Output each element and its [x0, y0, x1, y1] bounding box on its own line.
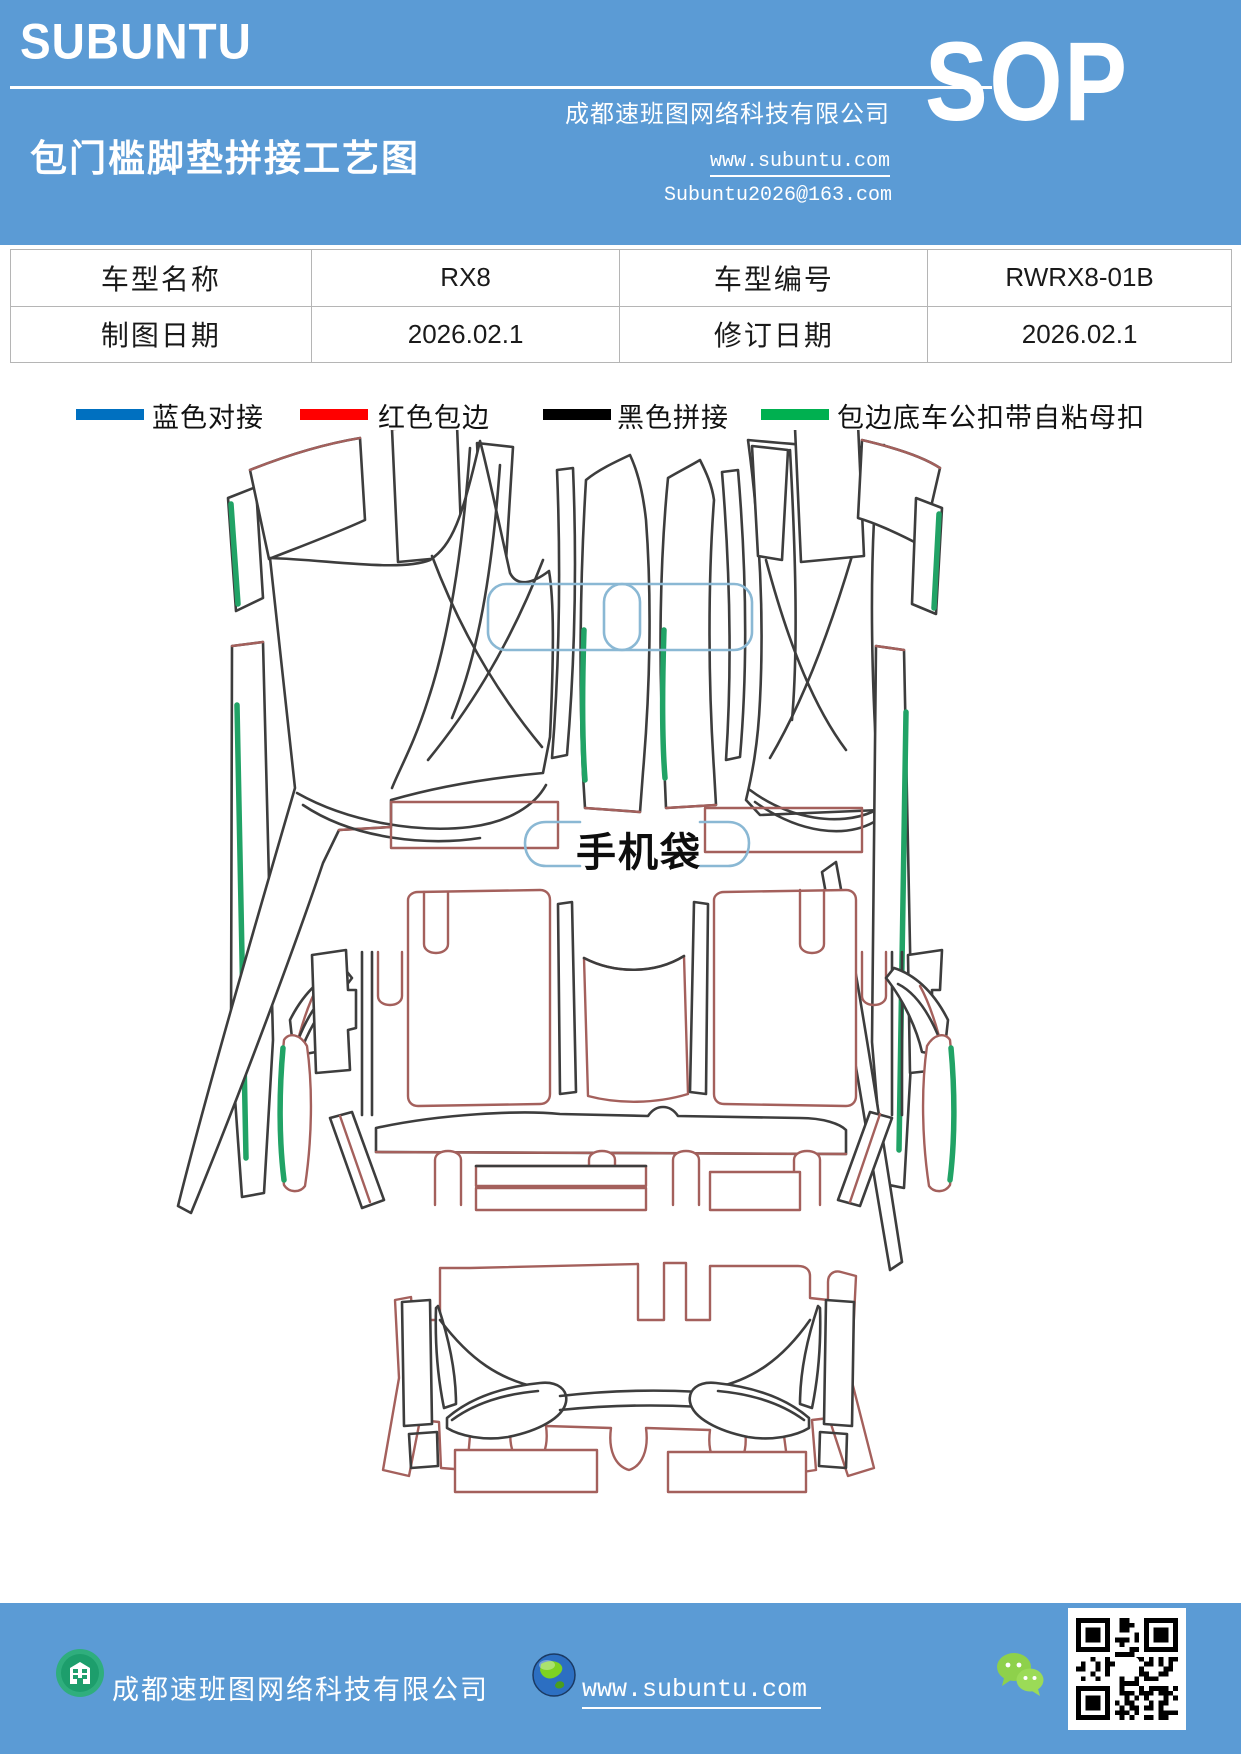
model-name-label: 车型名称	[10, 249, 312, 307]
draw-date-label: 制图日期	[10, 305, 312, 363]
brand-logo: SUBUNTU	[20, 13, 252, 70]
revise-date-value: 2026.02.1	[927, 305, 1232, 363]
legend-label: 包边底车公扣带自粘母扣	[837, 403, 1145, 433]
phone-pocket-outline-right	[602, 582, 754, 652]
email-link-header[interactable]: Subuntu2026@163.com	[663, 184, 892, 207]
page-title: 包门槛脚垫拼接工艺图	[30, 138, 420, 179]
model-code-label: 车型编号	[619, 249, 929, 307]
phone-pocket-outline-left	[486, 582, 642, 652]
front-left-mat	[176, 430, 651, 1215]
table-row: 车型名称 RX8 车型编号 RWRX8-01B	[10, 249, 1232, 307]
header-divider	[10, 86, 992, 89]
phone-bag-bracket-right	[698, 820, 751, 868]
blue-line-swatch	[76, 409, 144, 420]
model-code-value: RWRX8-01B	[927, 249, 1232, 307]
trunk-mat	[381, 1261, 876, 1494]
globe-icon	[532, 1653, 576, 1697]
legend-label: 红色包边	[378, 403, 490, 433]
revise-date-label: 修订日期	[619, 305, 929, 363]
second-row-mats	[277, 888, 957, 1212]
red-line-swatch	[300, 409, 368, 420]
website-link-footer[interactable]: www.subuntu.com	[582, 1675, 822, 1709]
table-row: 制图日期 2026.02.1 修订日期 2026.02.1	[10, 305, 1232, 363]
company-name-footer: 成都速班图网络科技有限公司	[112, 1675, 489, 1705]
building-icon	[56, 1649, 104, 1697]
model-name-value: RX8	[310, 249, 621, 307]
black-line-swatch	[543, 409, 611, 420]
sop-label: SOP	[925, 19, 1129, 144]
green-line-swatch	[761, 409, 829, 420]
legend-label: 黑色拼接	[617, 403, 729, 433]
phone-bag-label: 手机袋	[576, 831, 702, 875]
qr-code	[1068, 1608, 1186, 1730]
phone-bag-bracket-left	[523, 820, 582, 868]
wechat-icon	[997, 1653, 1044, 1696]
floor-mat-pattern-drawing	[176, 430, 957, 1494]
company-name-header: 成都速班图网络科技有限公司	[565, 102, 890, 128]
header-banner: SUBUNTU 包门槛脚垫拼接工艺图 成都速班图网络科技有限公司 www.sub…	[0, 0, 1241, 245]
legend-label: 蓝色对接	[152, 403, 264, 433]
vehicle-info-table: 车型名称 RX8 车型编号 RWRX8-01B 制图日期 2026.02.1 修…	[10, 249, 1232, 363]
website-link-header[interactable]: www.subuntu.com	[709, 150, 890, 177]
draw-date-value: 2026.02.1	[310, 305, 621, 363]
